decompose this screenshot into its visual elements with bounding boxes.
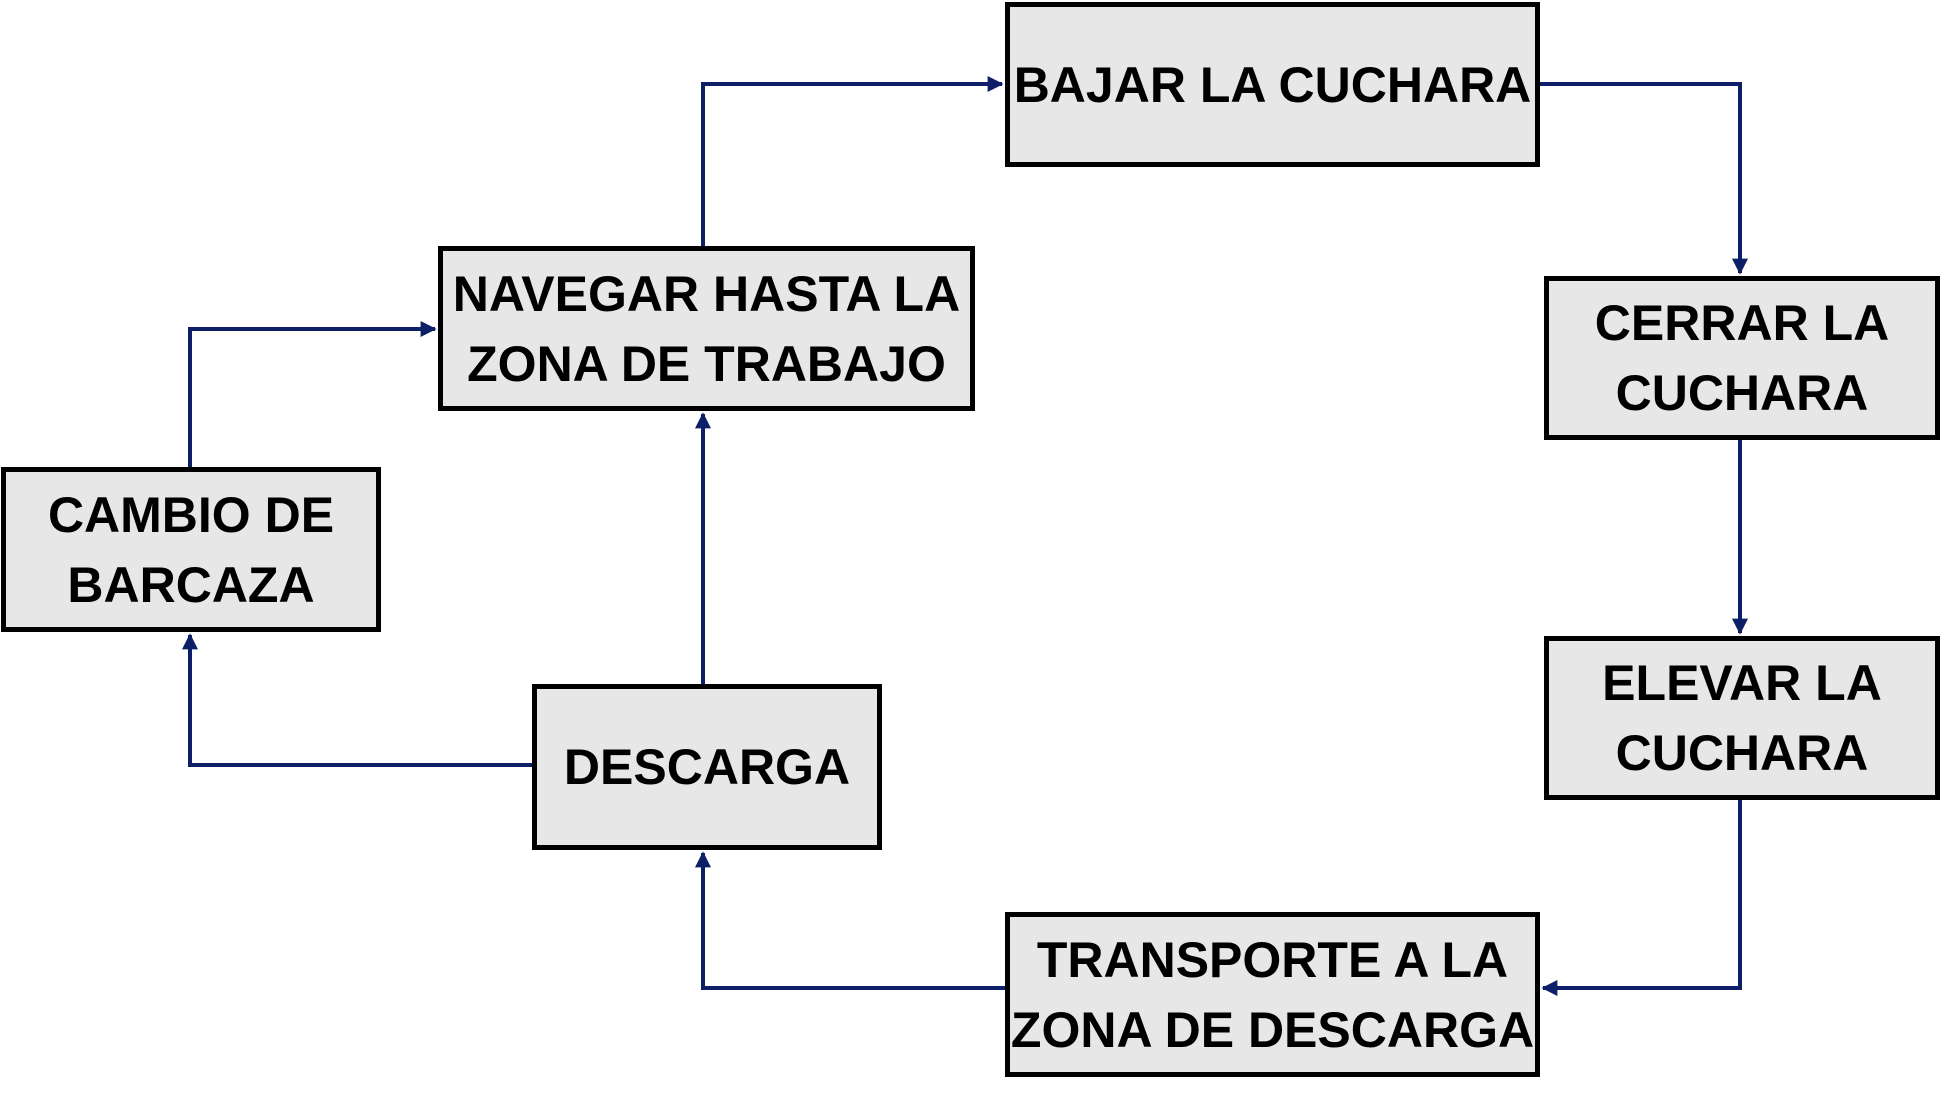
node-elevar-la-cuchara: ELEVAR LA CUCHARA xyxy=(1544,636,1940,800)
edge-cambio-to-navegar xyxy=(188,321,437,467)
node-label: BAJAR LA CUCHARA xyxy=(1013,56,1532,113)
edge-bajar-to-cerrar xyxy=(1540,82,1748,275)
node-navegar-zona-trabajo: NAVEGAR HASTA LA ZONA DE TRABAJO xyxy=(438,246,975,411)
node-cerrar-la-cuchara: CERRAR LA CUCHARA xyxy=(1544,276,1940,440)
node-cambio-de-barcaza: CAMBIO DE BARCAZA xyxy=(1,467,381,632)
edge-elevar-to-transporte xyxy=(1541,800,1742,996)
node-label: NAVEGAR HASTA LA ZONA DE TRABAJO xyxy=(452,265,961,392)
edge-navegar-to-bajar xyxy=(701,76,1004,246)
node-label: TRANSPORTE A LA ZONA DE DESCARGA xyxy=(1010,931,1535,1058)
node-label: DESCARGA xyxy=(563,739,851,795)
edge-descarga-to-cambio xyxy=(182,633,532,767)
node-label: ELEVAR LA CUCHARA xyxy=(1602,655,1882,781)
node-label: CERRAR LA CUCHARA xyxy=(1594,295,1890,421)
node-label: CAMBIO DE BARCAZA xyxy=(47,486,335,613)
node-bajar-la-cuchara: BAJAR LA CUCHARA xyxy=(1005,2,1540,167)
node-descarga: DESCARGA xyxy=(532,684,882,850)
node-transporte-zona-descarga: TRANSPORTE A LA ZONA DE DESCARGA xyxy=(1005,912,1540,1077)
edge-transporte-to-descarga xyxy=(695,851,1005,990)
